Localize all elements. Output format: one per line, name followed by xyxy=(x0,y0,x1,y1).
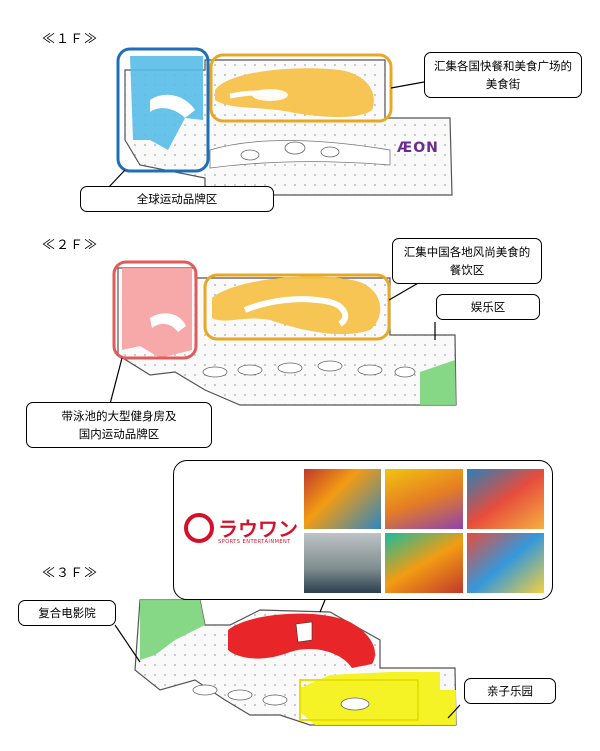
sports-frame-f1 xyxy=(116,47,210,173)
callout-f1-food: 汇集各国快餐和美食广场的 美食街 xyxy=(424,52,582,98)
round1-logo-text: ラウワン xyxy=(218,517,298,541)
fitness-zone-f2 xyxy=(122,268,192,358)
photo-grid xyxy=(304,469,544,593)
floor-1-plan xyxy=(107,47,453,196)
photo-6 xyxy=(466,533,544,593)
floor-2-label: ≪２Ｆ≫ xyxy=(42,238,99,253)
photo-5 xyxy=(385,533,463,593)
aeon-logo: ÆON xyxy=(397,140,439,156)
callout-f1-sports: 全球运动品牌区 xyxy=(80,186,274,212)
floor-2-plan xyxy=(109,260,457,406)
callout-f1-food-line2: 美食街 xyxy=(485,77,521,91)
photo-2 xyxy=(385,469,463,529)
callout-f2-food-line1: 汇集中国各地风尚美食的 xyxy=(403,245,531,259)
food-frame-f2 xyxy=(203,273,391,341)
round1-logo-mark xyxy=(184,513,214,543)
callout-f3-kids: 亲子乐园 xyxy=(464,678,556,704)
round1-logo: ラウワン SPORTS ENTERTAINMENT xyxy=(184,511,304,551)
callout-f2-entertainment: 娱乐区 xyxy=(436,294,540,320)
callout-f2-food: 汇集中国各地风尚美食的 餐饮区 xyxy=(392,238,542,284)
food-zone-f2 xyxy=(212,276,381,335)
callout-f1-food-line1: 汇集各国快餐和美食广场的 xyxy=(434,59,572,73)
cinema-zone-f3 xyxy=(140,600,205,660)
photo-3 xyxy=(466,469,544,529)
callout-f2-fitness-line1: 带泳池的大型健身房及 xyxy=(61,409,177,423)
floor-1-label: ≪１Ｆ≫ xyxy=(42,32,99,47)
photo-1 xyxy=(304,469,382,529)
fitness-frame-f2 xyxy=(112,260,198,360)
round1-logo-subtitle: SPORTS ENTERTAINMENT xyxy=(218,539,291,545)
round1-promo-box: ラウワン SPORTS ENTERTAINMENT xyxy=(173,460,553,600)
callout-f2-fitness-line2: 国内运动品牌区 xyxy=(78,427,160,441)
floor-3-label: ≪３Ｆ≫ xyxy=(42,566,99,581)
callout-f3-cinema: 复合电影院 xyxy=(18,600,116,626)
floor-3-plan xyxy=(114,599,461,726)
entertainment-zone-f2 xyxy=(420,360,456,405)
food-court-zone-f1 xyxy=(215,68,374,117)
callout-f2-food-line2: 餐饮区 xyxy=(449,263,485,277)
kids-frame-f3 xyxy=(299,679,419,721)
photo-4 xyxy=(304,533,382,593)
callout-f2-fitness: 带泳池的大型健身房及 国内运动品牌区 xyxy=(26,402,212,448)
